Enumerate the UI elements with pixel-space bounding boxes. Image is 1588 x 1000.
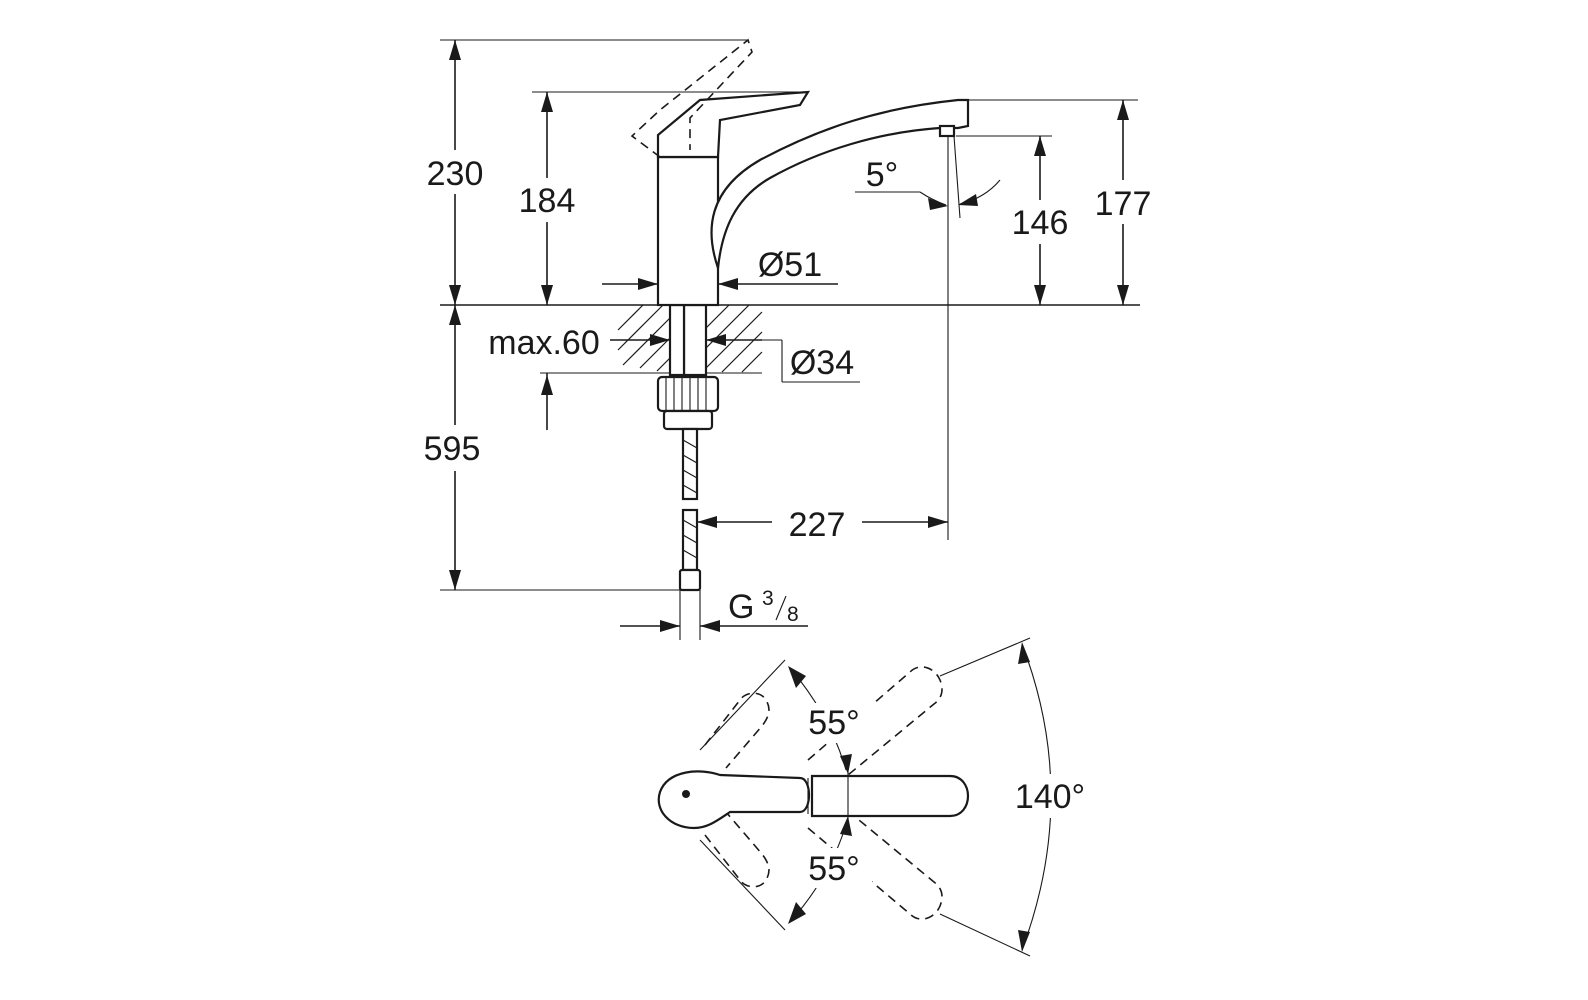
- swing-ref-upper-far: [939, 637, 1031, 677]
- dim-spout-reach: 227: [697, 506, 948, 544]
- top-view: 55° 55° 140°: [657, 637, 1096, 957]
- swing-ref-lower: [699, 839, 786, 931]
- dim-184-label: 184: [519, 182, 576, 220]
- dim-deck-thickness: max.60: [488, 324, 762, 362]
- mounting-nut: [656, 375, 720, 431]
- dim-hole-diameter: Ø34: [762, 339, 860, 383]
- dim-55deg-upper-label: 55°: [808, 704, 859, 742]
- dim-lever-height: 184: [508, 91, 808, 305]
- dim-spout-angle: 5°: [855, 135, 1001, 540]
- mounting-shank: [682, 303, 708, 377]
- swing-ref-upper: [699, 659, 786, 751]
- dim-total-height: 230: [415, 39, 748, 305]
- dim-140deg-label: 140°: [1015, 778, 1085, 816]
- handle-top-view: [657, 770, 811, 830]
- handle-pivot-dot: [682, 790, 690, 798]
- dim-max60-label: max.60: [488, 324, 600, 362]
- dim-d34-label: Ø34: [790, 344, 854, 382]
- dim-230-label: 230: [427, 155, 484, 193]
- dim-hose-length: 595: [415, 305, 700, 591]
- handle-position-lower: [704, 811, 770, 888]
- deck-hatch-left: [617, 304, 671, 372]
- dim-227-label: 227: [789, 506, 846, 544]
- handle-position-lower-far: [807, 805, 943, 920]
- faucet-body: [656, 155, 720, 307]
- spout-top-view: [810, 774, 970, 818]
- spout: [710, 98, 970, 269]
- swing-ref-lower-far: [939, 913, 1031, 957]
- dim-thread-g-label: G: [728, 588, 754, 626]
- dim-595-label: 595: [424, 430, 481, 468]
- dim-d51-label: Ø51: [758, 246, 822, 284]
- lever: [656, 90, 811, 159]
- dim-thread-numerator: 3: [762, 587, 774, 610]
- dim-177-label: 177: [1095, 185, 1152, 223]
- dim-thread: G 3 8: [620, 587, 808, 640]
- shank-right-band: [668, 303, 686, 377]
- dim-5deg-label: 5°: [866, 156, 899, 194]
- dim-thread-denominator: 8: [787, 603, 799, 626]
- dim-body-diameter: Ø51: [602, 246, 838, 290]
- dim-thread-fraction-bar: [775, 595, 787, 621]
- handle-position-upper: [704, 692, 770, 769]
- dim-spout-height: 177: [968, 99, 1163, 305]
- dim-55deg-lower-label: 55°: [808, 850, 859, 888]
- supply-hose: [678, 427, 702, 592]
- dim-outlet-height: 146: [956, 135, 1078, 305]
- aerator: [938, 124, 956, 138]
- side-view: 230 184 177 146: [415, 38, 1163, 640]
- dim-146-label: 146: [1012, 204, 1069, 242]
- handle-position-upper-far: [807, 666, 943, 781]
